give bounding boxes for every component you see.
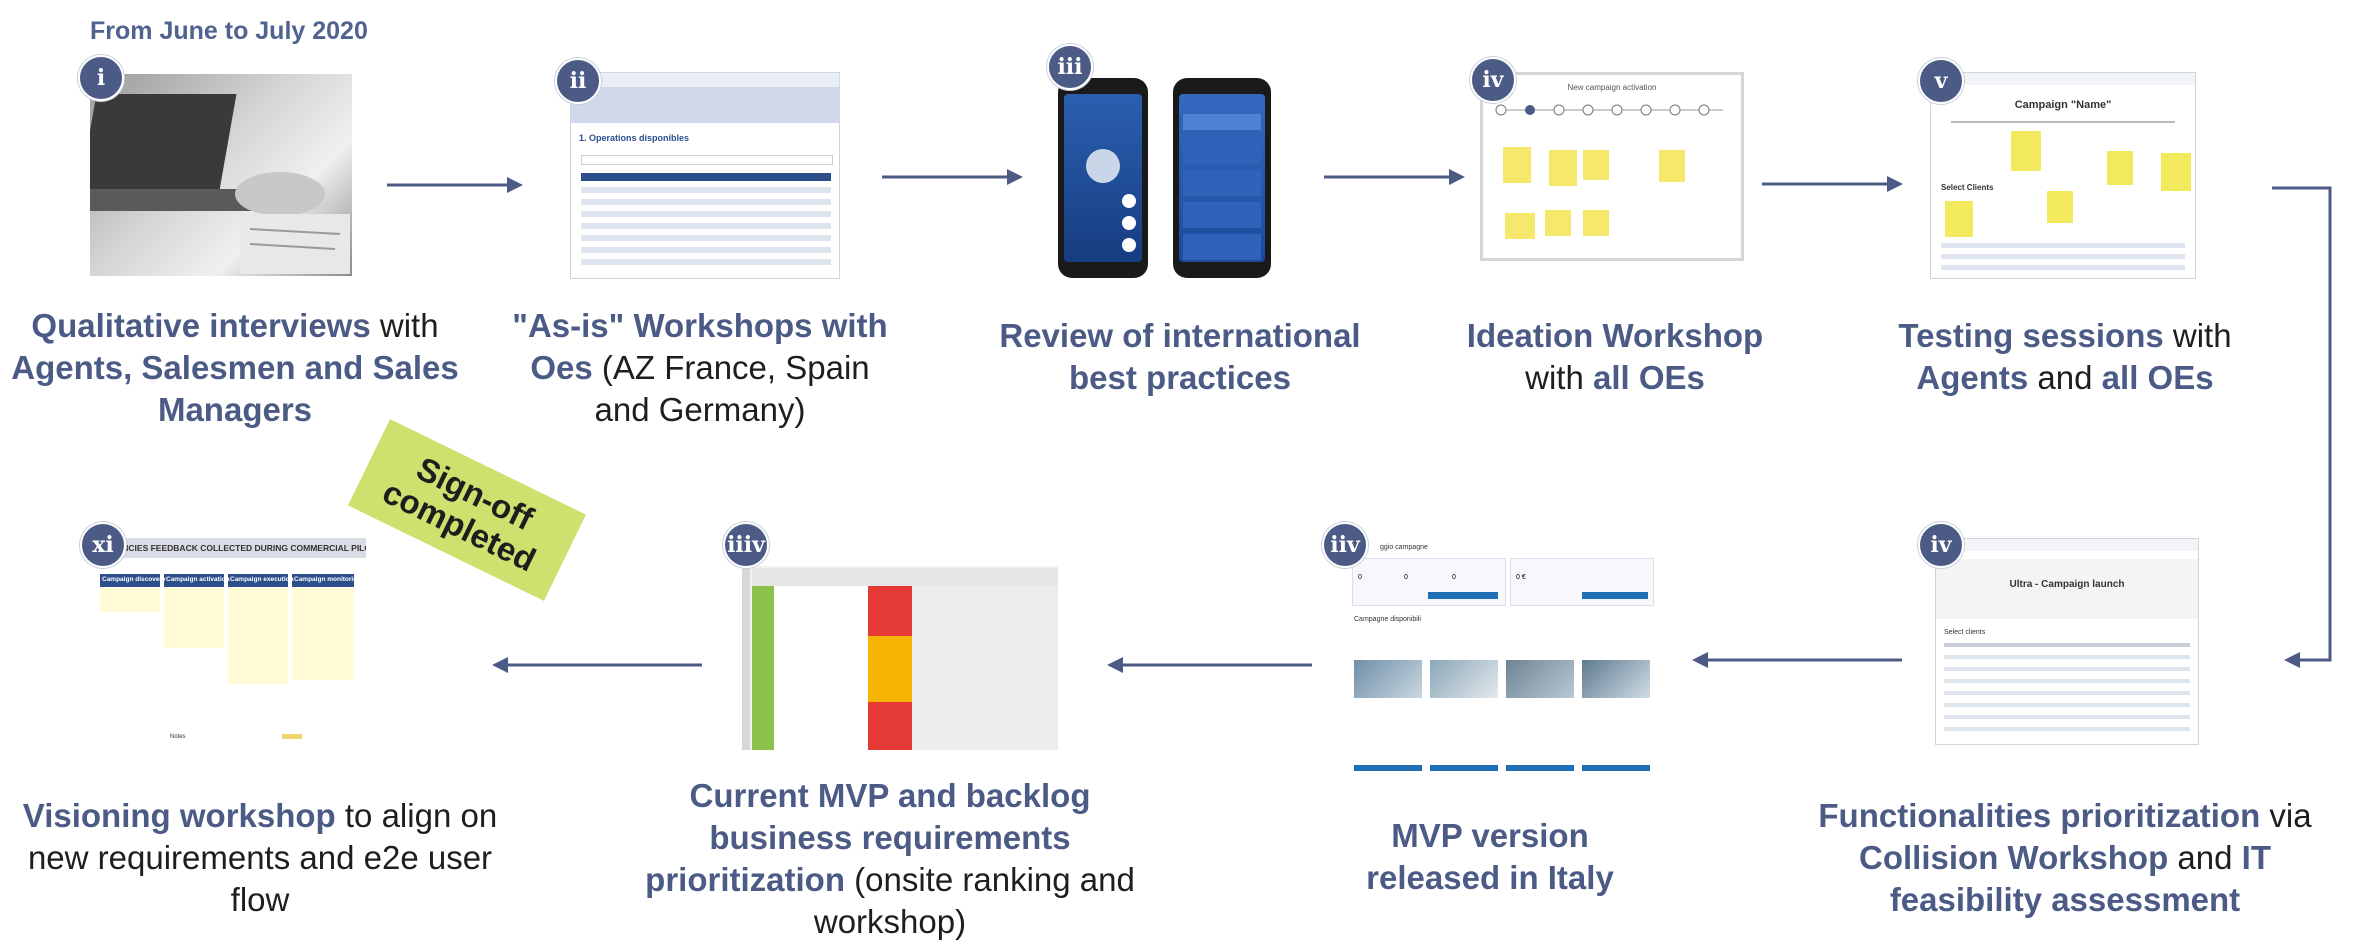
arrow-5-to-6 xyxy=(2272,186,2332,668)
workshops-screenshot: 1. Operations disponibles xyxy=(570,72,840,279)
backlog-spreadsheet xyxy=(742,540,1058,750)
vision-notes-label: Notes xyxy=(170,734,186,740)
ideation-board: New campaign activation xyxy=(1480,72,1744,261)
step-badge-6: iv xyxy=(1918,522,1964,568)
step-caption-2: "As-is" Workshops with Oes (AZ France, S… xyxy=(512,307,888,428)
mvp-kpi-2: 0 xyxy=(1404,574,1408,581)
arrow-4-to-5 xyxy=(1762,176,1903,192)
arrow-8-to-9 xyxy=(492,657,702,673)
mvp-kpi-3: 0 xyxy=(1452,574,1456,581)
testing-title: Campaign "Name" xyxy=(2014,99,2112,111)
step-badge-1: i xyxy=(78,55,124,101)
vision-col-1: Campaign discovery xyxy=(102,576,166,583)
collision-list-title: Select clients xyxy=(1944,629,1986,636)
mvp-subtitle: Campagne disponibili xyxy=(1354,616,1421,623)
mvp-title: ggio campagne xyxy=(1380,544,1428,551)
collision-title: Ultra - Campaign launch xyxy=(2009,579,2125,590)
step-badge-8: iiiv xyxy=(723,522,769,568)
step-caption-3: Review of international best practices xyxy=(999,317,1361,396)
phone-mockup-left xyxy=(1058,78,1148,278)
step-badge-3: iii xyxy=(1047,44,1093,90)
step-badge-5: v xyxy=(1918,58,1964,104)
mvp-kpi-1: 0 xyxy=(1358,574,1362,581)
vision-title: GENCIES FEEDBACK COLLECTED DURING COMMER… xyxy=(110,543,366,553)
interview-photo xyxy=(90,74,352,276)
ideation-title: New campaign activation xyxy=(1567,83,1657,92)
timeline-header: From June to July 2020 xyxy=(90,17,368,45)
step-caption-8: Current MVP and backlog business require… xyxy=(645,777,1135,940)
testing-list-title: Select Clients xyxy=(1941,183,1994,192)
laptop-hands-icon xyxy=(90,94,350,274)
arrow-1-to-2 xyxy=(387,177,523,193)
avatar xyxy=(1086,149,1120,183)
step-badge-9: xi xyxy=(80,522,126,568)
arrow-7-to-8 xyxy=(1107,657,1312,673)
arrow-3-to-4 xyxy=(1324,169,1465,185)
step-badge-4: iv xyxy=(1470,57,1516,103)
arrow-2-to-3 xyxy=(882,169,1023,185)
vision-col-2: Campaign activation xyxy=(166,576,230,583)
vision-board: GENCIES FEEDBACK COLLECTED DURING COMMER… xyxy=(96,538,366,748)
step-caption-7: MVP version released in Italy xyxy=(1366,817,1614,896)
mvp-screenshot: ggio campagne 0 0 0 0 € Campagne disponi… xyxy=(1348,540,1656,780)
vision-col-4: Campaign monitoring xyxy=(294,576,362,583)
step-caption-4: Ideation Workshop with all OEs xyxy=(1466,317,1764,396)
step-badge-2: ii xyxy=(555,58,601,104)
phone-mockup-right xyxy=(1173,78,1271,278)
collision-screenshot: Ultra - Campaign launch Select clients xyxy=(1935,538,2199,745)
step-caption-1: Qualitative interviews with Agents, Sale… xyxy=(11,307,459,428)
step-caption-9: Visioning workshop to align on new requi… xyxy=(22,797,498,918)
workshops-title: 1. Operations disponibles xyxy=(579,133,690,143)
ideation-stepper xyxy=(1495,104,1723,116)
step-badge-7: iiv xyxy=(1322,522,1368,568)
vision-col-3: Campaign execution xyxy=(230,576,294,583)
step-caption-6: Functionalities prioritization via Colli… xyxy=(1818,797,2312,918)
testing-screenshot: Campaign "Name" Select Clients xyxy=(1930,72,2196,279)
mvp-kpi-4: 0 € xyxy=(1516,574,1526,581)
arrow-6-to-7 xyxy=(1692,652,1902,668)
step-caption-5: Testing sessions with Agents and all OEs xyxy=(1898,317,2232,396)
